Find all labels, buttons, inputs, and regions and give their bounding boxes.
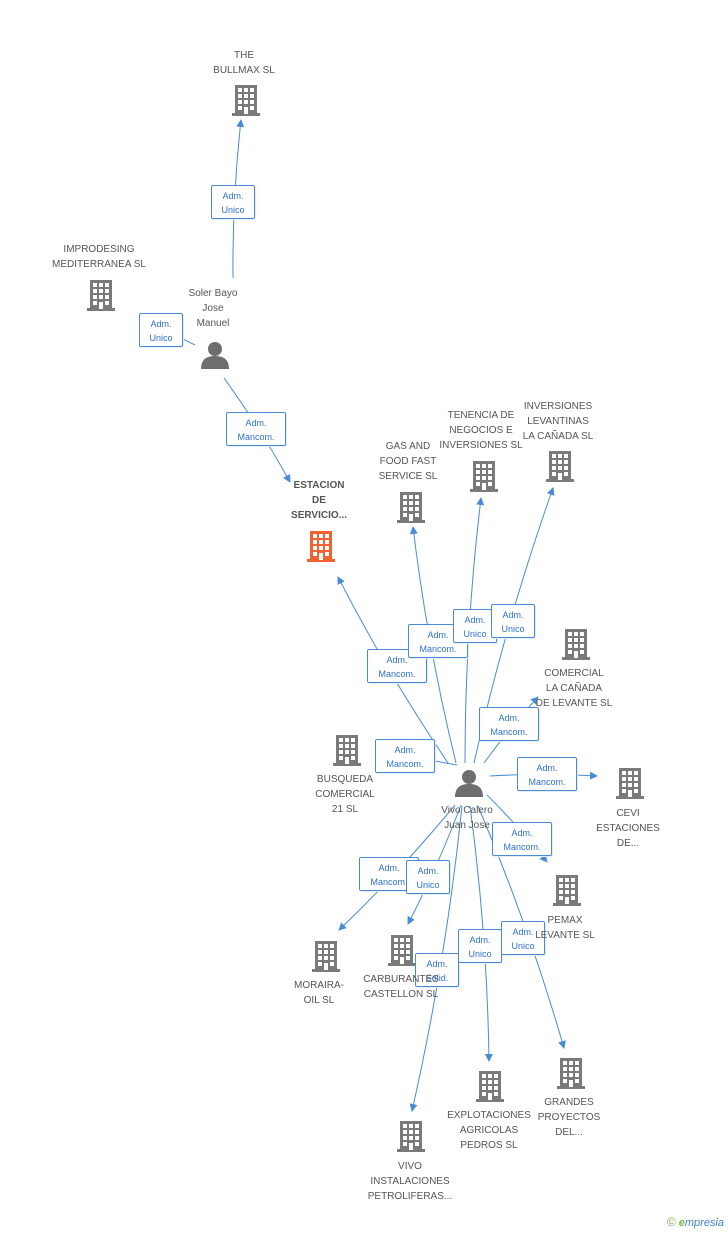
building-icon-carburantes[interactable] — [388, 935, 416, 966]
copyright-symbol: © — [666, 1215, 676, 1229]
building-icon-explotaciones[interactable] — [476, 1071, 504, 1102]
node-label-pemax[interactable]: PEMAX LEVANTE SL — [535, 915, 595, 941]
building-icon-pemax[interactable] — [553, 875, 581, 906]
node-label-vivoinst[interactable]: VIVO INSTALACIONES PETROLIFERAS... — [367, 1161, 453, 1202]
node-label-carburantes[interactable]: CARBURANTES CASTELLON SL — [363, 974, 439, 1000]
node-label-cevi[interactable]: CEVI ESTACIONES DE... — [596, 808, 660, 849]
building-icon-comercial[interactable] — [562, 629, 590, 660]
building-icon-cevi[interactable] — [616, 768, 644, 799]
building-icon-bullmax[interactable] — [232, 85, 260, 116]
edge-label-vivo-to-inversiones[interactable]: Adm. Unico — [491, 604, 535, 638]
building-icon-inversiones[interactable] — [546, 451, 574, 482]
node-label-bullmax[interactable]: THE BULLMAX SL — [213, 50, 275, 76]
edge-label-vivo-to-cevi[interactable]: Adm. Mancom. — [517, 757, 577, 791]
brand-logo-e: e — [678, 1217, 685, 1229]
edge-label-vivo-to-tenencia[interactable]: Adm. Unico — [453, 609, 497, 643]
brand-logo-text: mpresia — [684, 1217, 724, 1229]
node-label-tenencia[interactable]: TENENCIA DE NEGOCIOS E INVERSIONES SL — [439, 410, 523, 451]
node-label-inversiones[interactable]: INVERSIONES LEVANTINAS LA CAÑADA SL — [522, 401, 594, 442]
building-icon-tenencia[interactable] — [470, 461, 498, 492]
building-icon-grandes[interactable] — [557, 1058, 585, 1089]
edge-label-vivo-to-comercial[interactable]: Adm. Mancom. — [479, 707, 539, 741]
empresia-brand: © empresia — [667, 1215, 724, 1229]
person-icon-soler[interactable] — [201, 342, 229, 369]
person-icon-vivo[interactable] — [455, 770, 483, 797]
node-label-busqueda[interactable]: BUSQUEDA COMERCIAL 21 SL — [315, 774, 375, 815]
node-label-estacion[interactable]: ESTACION DE SERVICIO... — [291, 480, 347, 521]
edge-label-vivo-to-vivoinst[interactable]: Adm. Solid. — [415, 953, 459, 987]
node-label-gasfood[interactable]: GAS AND FOOD FAST SERVICE SL — [378, 441, 438, 482]
edge-label-soler-to-estacion[interactable]: Adm. Mancom. — [226, 412, 286, 446]
building-icon-estacion[interactable] — [307, 531, 335, 562]
node-label-grandes[interactable]: GRANDES PROYECTOS DEL... — [537, 1097, 601, 1138]
building-icon-gasfood[interactable] — [397, 492, 425, 523]
building-icon-improdesing[interactable] — [87, 280, 115, 311]
node-label-comercial[interactable]: COMERCIAL LA CAÑADA DE LEVANTE SL — [535, 668, 613, 709]
edge-label-vivo-to-carburantes[interactable]: Adm. Unico — [406, 860, 450, 894]
edge-label-vivo-to-grandes[interactable]: Adm. Unico — [501, 921, 545, 955]
building-icon-moraira[interactable] — [312, 941, 340, 972]
node-label-explotaciones[interactable]: EXPLOTACIONES AGRICOLAS PEDROS SL — [447, 1110, 531, 1151]
building-icon-vivoinst[interactable] — [397, 1121, 425, 1152]
node-label-moraira[interactable]: MORAIRA- OIL SL — [294, 980, 344, 1006]
node-label-vivo[interactable]: Vivo Calero Juan Jose — [441, 805, 493, 831]
node-label-improdesing[interactable]: IMPRODESING MEDITERRANEA SL — [52, 244, 146, 270]
edge-label-vivo-to-busqueda[interactable]: Adm. Mancom. — [375, 739, 435, 773]
edge-label-vivo-to-explotaciones[interactable]: Adm. Unico — [458, 929, 502, 963]
building-icon-busqueda[interactable] — [333, 735, 361, 766]
node-label-soler[interactable]: Soler Bayo Jose Manuel — [188, 288, 238, 329]
edge-label-vivo-to-pemax[interactable]: Adm. Mancom. — [492, 822, 552, 856]
edge-label-soler-to-improdesing[interactable]: Adm. Unico — [139, 313, 183, 347]
edge-label-soler-to-bullmax[interactable]: Adm. Unico — [211, 185, 255, 219]
